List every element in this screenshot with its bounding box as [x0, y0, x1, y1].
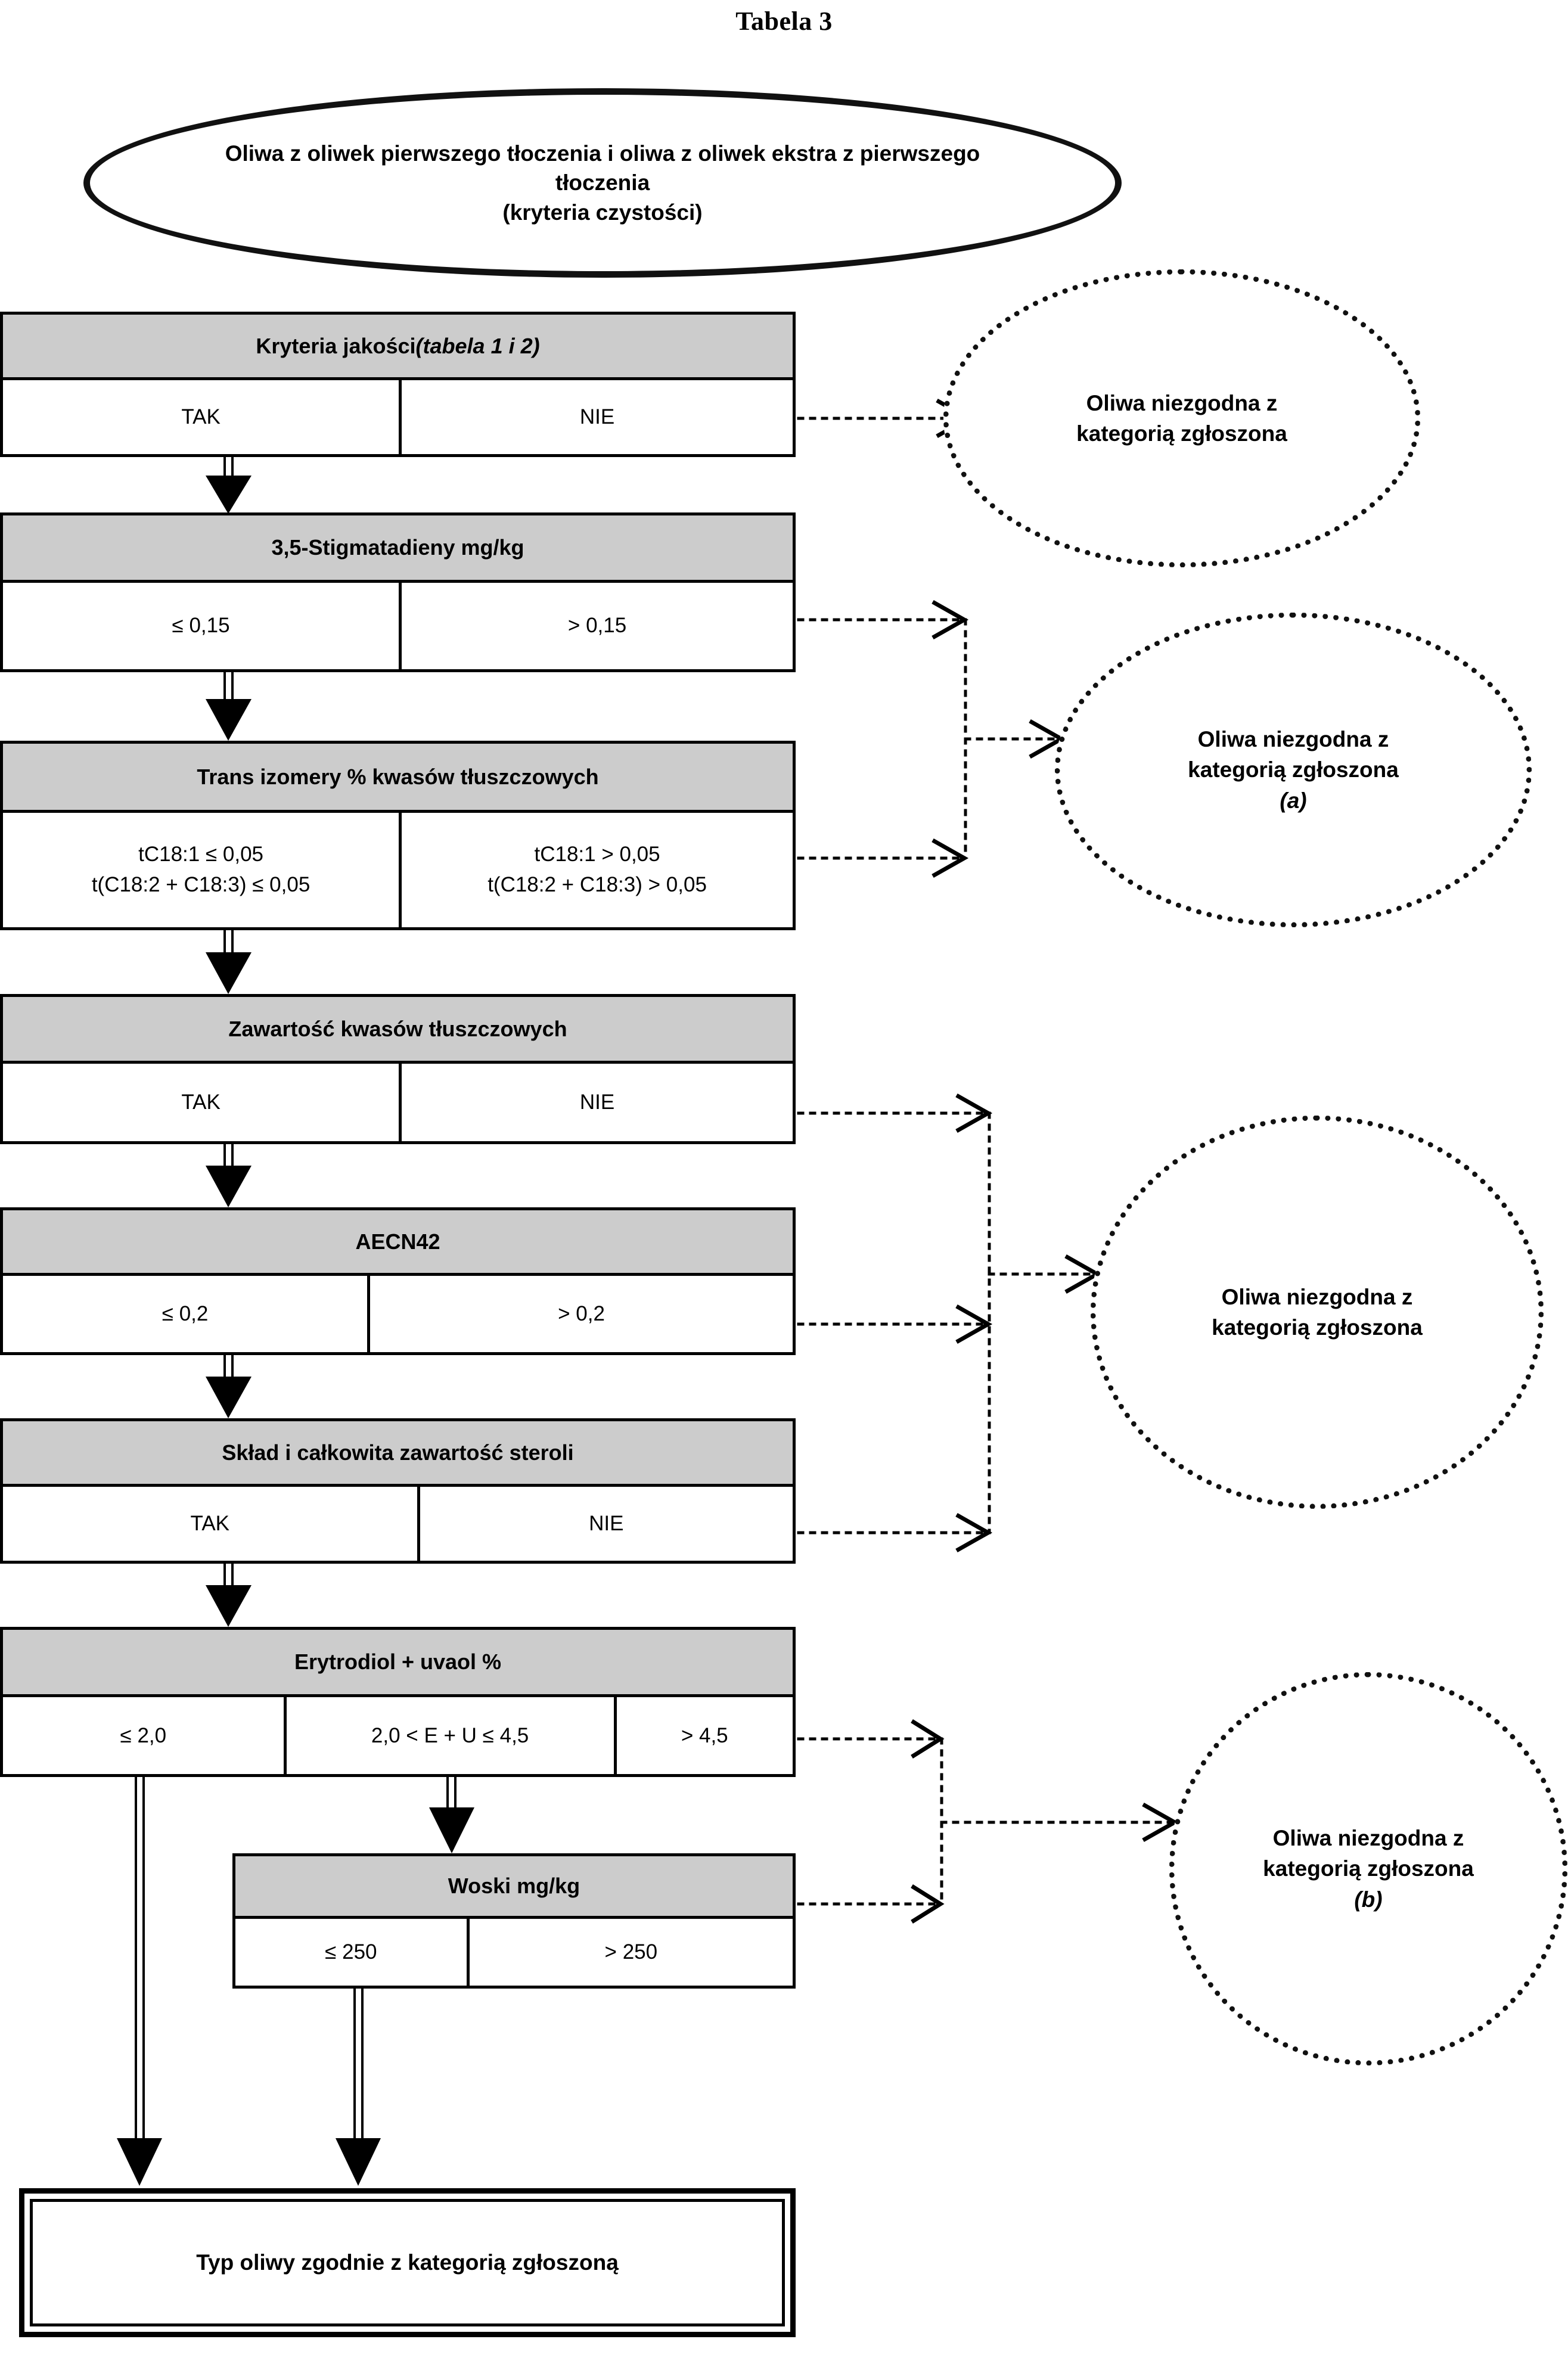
cell-pass[interactable]: tC18:1 ≤ 0,05 t(C18:2 + C18:3) ≤ 0,05: [3, 813, 402, 927]
reject-wire-2: [797, 599, 1066, 878]
outcome-ellipse-2: Oliwa niezgodna z kategorią zgłoszona (a…: [1055, 613, 1532, 927]
outcome-3-text: Oliwa niezgodna z kategorią zgłoszona: [1212, 1282, 1423, 1343]
flow-arrow-5: [206, 1354, 251, 1418]
outcome-1-line-2: kategorią zgłoszona: [1076, 421, 1287, 446]
decision-cells: TAK NIE: [3, 1064, 793, 1141]
outcome-3-line-2: kategorią zgłoszona: [1212, 1315, 1423, 1340]
cell-no[interactable]: NIE: [579, 405, 615, 428]
outcome-3-line-1: Oliwa niezgodna z: [1221, 1284, 1413, 1309]
start-line-2: tłoczenia: [555, 170, 650, 195]
decision-header: AECN42: [3, 1210, 793, 1276]
cell-yes[interactable]: TAK: [3, 1064, 402, 1141]
decision-cells: tC18:1 ≤ 0,05 t(C18:2 + C18:3) ≤ 0,05 tC…: [3, 813, 793, 927]
decision-box-sklad-steroli[interactable]: Skład i całkowita zawartość steroli TAK …: [0, 1418, 796, 1564]
cell-fail[interactable]: > 250: [604, 1940, 658, 1964]
reject-wire-3: [797, 1093, 1102, 1553]
flow-arrow-2: [206, 670, 251, 741]
cell-yes[interactable]: TAK: [3, 1487, 420, 1561]
page-title: Tabela 3: [735, 7, 833, 36]
outcome-ellipse-4: Oliwa niezgodna z kategorią zgłoszona (b…: [1169, 1672, 1567, 2065]
flow-arrow-1: [206, 456, 251, 514]
cell-pass[interactable]: ≤ 250: [235, 1919, 470, 1986]
decision-box-aecn42[interactable]: AECN42 ≤ 0,2 > 0,2: [0, 1207, 796, 1355]
decision-header-text: Zawartość kwasów tłuszczowych: [228, 1016, 567, 1041]
flow-arrow-8: [117, 1776, 162, 2186]
decision-cells: ≤ 2,0 2,0 < E + U ≤ 4,5 > 4,5: [3, 1697, 793, 1775]
decision-header-text: Skład i całkowita zawartość steroli: [222, 1440, 574, 1465]
decision-box-trans-izomery[interactable]: Trans izomery % kwasów tłuszczowych tC18…: [0, 741, 796, 930]
decision-cells: ≤ 0,15 > 0,15: [3, 583, 793, 669]
flow-arrow-7: [429, 1776, 474, 1853]
cell-fail[interactable]: > 0,2: [558, 1301, 605, 1325]
decision-cells: ≤ 250 > 250: [235, 1919, 793, 1986]
outcome-2-note: (a): [1280, 788, 1307, 813]
cell-fail-line-1: tC18:1 > 0,05: [534, 843, 660, 866]
decision-box-stigmatadieny[interactable]: 3,5-Stigmatadieny mg/kg ≤ 0,15 > 0,15: [0, 512, 796, 672]
start-line-3: (kryteria czystości): [502, 200, 703, 225]
cell-yes[interactable]: TAK: [3, 380, 402, 454]
decision-header-text: Woski mg/kg: [448, 1874, 580, 1898]
decision-header-text: Erytrodiol + uvaol %: [294, 1649, 502, 1674]
flow-arrow-9: [336, 1987, 381, 2186]
terminal-node-label: Typ oliwy zgodnie z kategorią zgłoszoną: [30, 2199, 785, 2326]
outcome-2-line-1: Oliwa niezgodna z: [1197, 727, 1389, 752]
decision-box-zawartosc-kwasow[interactable]: Zawartość kwasów tłuszczowych TAK NIE: [0, 994, 796, 1144]
cell-fail[interactable]: > 0,15: [567, 614, 627, 638]
decision-header: 3,5-Stigmatadieny mg/kg: [3, 515, 793, 583]
decision-cells: ≤ 0,2 > 0,2: [3, 1276, 793, 1352]
reject-wire-4: [797, 1719, 1179, 1924]
cell-mid[interactable]: 2,0 < E + U ≤ 4,5: [287, 1697, 617, 1775]
decision-header-text: 3,5-Stigmatadieny mg/kg: [271, 535, 524, 560]
decision-header-text: AECN42: [355, 1229, 440, 1254]
decision-header-italic: (tabela 1 i 2): [415, 333, 540, 358]
cell-pass[interactable]: ≤ 0,15: [3, 583, 402, 669]
cell-fail-line-2: t(C18:2 + C18:3) > 0,05: [488, 873, 707, 896]
outcome-1-text: Oliwa niezgodna z kategorią zgłoszona: [1076, 388, 1287, 449]
flow-arrow-3: [206, 930, 251, 994]
cell-fail[interactable]: tC18:1 > 0,05 t(C18:2 + C18:3) > 0,05: [402, 813, 793, 927]
decision-header: Zawartość kwasów tłuszczowych: [3, 997, 793, 1064]
outcome-4-line-1: Oliwa niezgodna z: [1272, 1826, 1464, 1851]
cell-high[interactable]: > 4,5: [681, 1724, 728, 1748]
cell-low[interactable]: ≤ 2,0: [3, 1697, 287, 1775]
decision-box-kryteria-jakosci[interactable]: Kryteria jakości (tabela 1 i 2) TAK NIE: [0, 312, 796, 457]
flow-arrow-6: [206, 1562, 251, 1627]
outcome-ellipse-3: Oliwa niezgodna z kategorią zgłoszona: [1091, 1116, 1544, 1509]
outcome-4-text: Oliwa niezgodna z kategorią zgłoszona (b…: [1263, 1823, 1474, 1914]
cell-no[interactable]: NIE: [589, 1511, 624, 1535]
cell-pass-line-2: t(C18:2 + C18:3) ≤ 0,05: [91, 873, 311, 896]
cell-no[interactable]: NIE: [579, 1090, 615, 1114]
decision-header: Kryteria jakości (tabela 1 i 2): [3, 315, 793, 380]
decision-header-text: Kryteria jakości: [256, 333, 416, 358]
decision-cells: TAK NIE: [3, 1487, 793, 1561]
outcome-ellipse-1: Oliwa niezgodna z kategorią zgłoszona: [943, 269, 1420, 567]
outcome-1-line-1: Oliwa niezgodna z: [1086, 390, 1278, 415]
decision-cells: TAK NIE: [3, 380, 793, 454]
outcome-4-line-2: kategorią zgłoszona: [1263, 1856, 1474, 1881]
start-line-1: Oliwa z oliwek pierwszego tłoczenia i ol…: [225, 141, 980, 166]
decision-box-erytrodiol-uvaol[interactable]: Erytrodiol + uvaol % ≤ 2,0 2,0 < E + U ≤…: [0, 1627, 796, 1777]
decision-header-text: Trans izomery % kwasów tłuszczowych: [197, 764, 599, 789]
cell-pass[interactable]: ≤ 0,2: [3, 1276, 371, 1352]
outcome-4-note: (b): [1354, 1887, 1383, 1912]
cell-pass-line-1: tC18:1 ≤ 0,05: [138, 843, 264, 866]
start-node: Oliwa z oliwek pierwszego tłoczenia i ol…: [83, 88, 1122, 278]
outcome-2-text: Oliwa niezgodna z kategorią zgłoszona (a…: [1188, 724, 1399, 815]
decision-header: Erytrodiol + uvaol %: [3, 1630, 793, 1697]
decision-box-woski[interactable]: Woski mg/kg ≤ 250 > 250: [232, 1853, 796, 1989]
terminal-node: Typ oliwy zgodnie z kategorią zgłoszoną: [19, 2188, 796, 2337]
start-node-text: Oliwa z oliwek pierwszego tłoczenia i ol…: [172, 139, 1034, 228]
flow-arrow-4: [206, 1143, 251, 1207]
decision-header: Trans izomery % kwasów tłuszczowych: [3, 744, 793, 813]
outcome-2-line-2: kategorią zgłoszona: [1188, 757, 1399, 782]
decision-header: Skład i całkowita zawartość steroli: [3, 1421, 793, 1487]
decision-header: Woski mg/kg: [235, 1856, 793, 1919]
